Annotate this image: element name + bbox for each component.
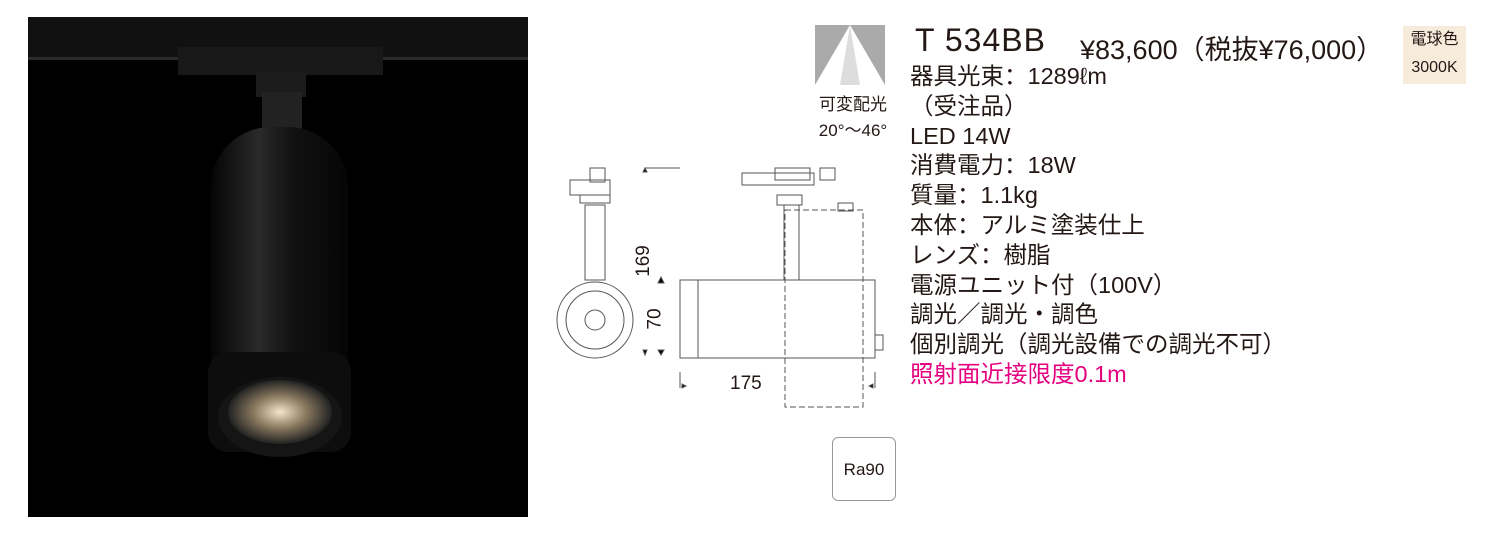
beam-angle-icon [815,25,885,85]
color-temp: 3000K [1411,59,1458,76]
spec-individual-dimming: 個別調光（調光設備での調光不可） [910,331,1286,358]
spec-weight: 質量：1.1kg [910,182,1038,209]
spec-led: LED 14W [910,122,1011,149]
model-number: T 534BB [915,22,1046,58]
spec-min-distance: 照射面近接限度0.1m [910,360,1127,387]
price: ¥83,600（税抜¥76,000） [1080,35,1384,65]
spec-lens: レンズ：樹脂 [910,241,1051,268]
spotlight-image [28,17,528,457]
spec-order: （受注品） [910,92,1028,119]
spec-list: 器具光束：1289ℓm （受注品） LED 14W 消費電力：18W 質量：1.… [910,62,1286,390]
spec-dimming: 調光／調光・調色 [910,301,1098,328]
dimension-length: 175 [730,373,762,394]
spec-power: 消費電力：18W [910,152,1076,179]
color-temperature-badge: 電球色 3000K [1403,26,1466,84]
beam-label: 可変配光 20°～46° [808,92,898,144]
dimension-drawing [556,166,884,408]
spec-body: 本体：アルミ塗装仕上 [910,211,1145,238]
beam-angle: 20°～46° [818,121,888,140]
color-name: 電球色 [1410,31,1459,48]
ra-badge: Ra90 [832,437,896,501]
dimension-height: 169 [632,245,654,277]
dimension-diameter: 70 [644,308,666,330]
product-photo [28,17,528,517]
spec-flux: 器具光束：1289ℓm [910,63,1107,89]
beam-type: 可変配光 [819,95,887,114]
spec-power-unit: 電源ユニット付（100V） [910,271,1177,298]
